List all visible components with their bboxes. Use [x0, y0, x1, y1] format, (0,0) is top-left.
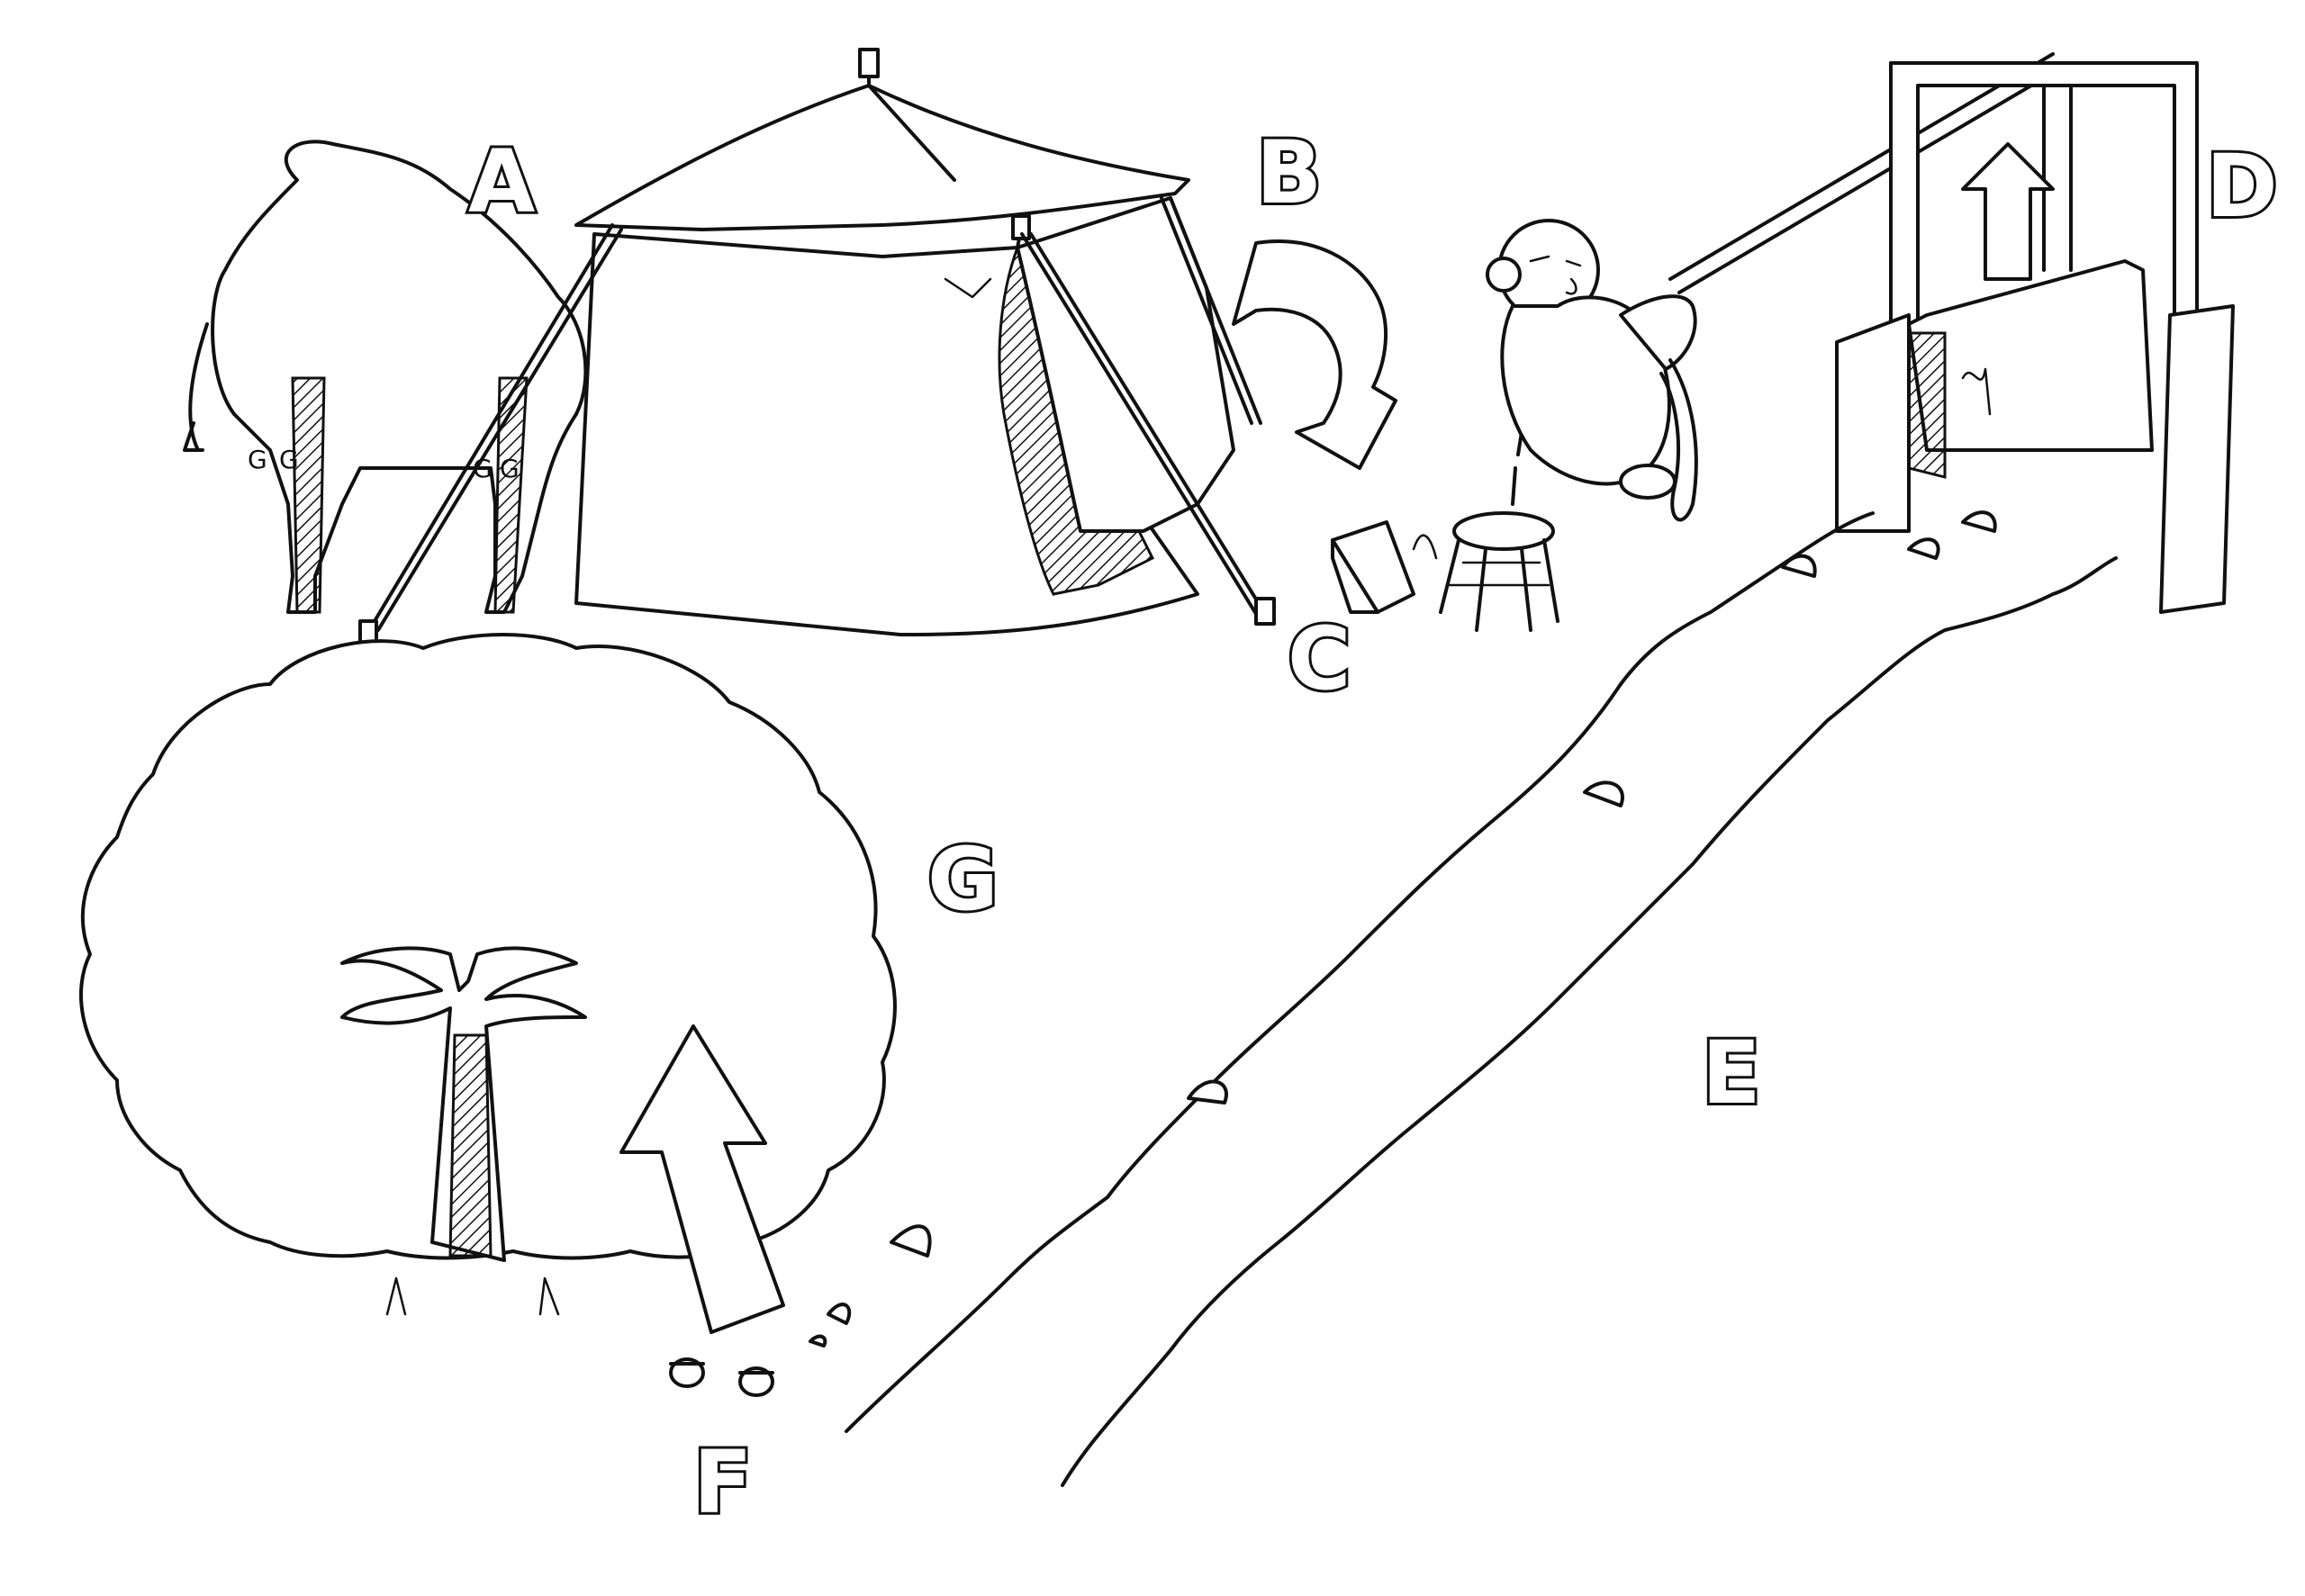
svg-text:G: G: [279, 445, 299, 474]
label-g: G: [927, 829, 999, 930]
svg-text:G: G: [500, 454, 520, 483]
up-arrow-f-shape: [619, 1024, 785, 1334]
label-f: F: [693, 1432, 753, 1533]
tree-drawing: [79, 633, 897, 1316]
camel-drawing: G G G G: [183, 140, 588, 614]
svg-text:G: G: [473, 454, 493, 483]
label-d: D: [2206, 136, 2278, 237]
svg-text:G: G: [248, 445, 267, 474]
curved-arrow-shape: [1232, 239, 1397, 470]
acorns-drawing: [669, 1303, 852, 1397]
up-arrow-d-shape: [1961, 142, 2055, 281]
label-b: B: [1256, 122, 1322, 223]
label-a: A: [468, 131, 535, 232]
river-drawing: [845, 510, 2118, 1487]
rope-line: [1668, 52, 2055, 281]
label-e: E: [1702, 1023, 1761, 1123]
wedge-block-drawing: [1331, 520, 1438, 614]
label-c: C: [1288, 609, 1351, 709]
monkey-drawing: [1486, 219, 1698, 522]
hoist-frame-drawing: [1835, 61, 2235, 614]
tent-drawing: [354, 48, 1276, 661]
